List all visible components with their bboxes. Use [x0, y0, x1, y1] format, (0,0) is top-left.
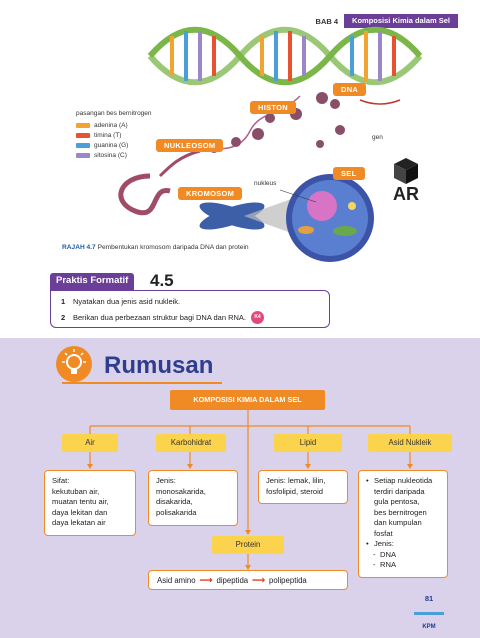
- rumusan-title: Rumusan: [104, 352, 214, 379]
- desc-line: kekutuban air,: [52, 486, 100, 496]
- legend-swatch: [76, 132, 90, 138]
- praktis-number: 4.5: [150, 271, 174, 290]
- chain-dipeptida: dipeptida: [216, 575, 249, 585]
- chromosome-shape: [199, 202, 265, 230]
- caption-text: Pembentukan kromosom daripada DNA dan pr…: [97, 244, 249, 251]
- praktis-questions: 1 Nyatakan dua jenis asid nukleik. 2 Ber…: [50, 290, 330, 328]
- dna-helix-graphic: [147, 26, 423, 86]
- chain-polipeptida: polipeptida: [269, 575, 307, 585]
- lipid-description: Jenis: lemak, lilin, fosfolipid, steroid: [258, 470, 348, 504]
- sel-label: SEL: [333, 167, 365, 180]
- asid-bullet: Setiap nukleotida terdiri daripada gula …: [366, 476, 440, 539]
- ar-text: AR: [393, 184, 419, 204]
- desc-line: Setiap nukleotida: [374, 476, 433, 485]
- rumusan-section: Rumusan KOMPOSISI KIMIA DALAM SEL Air: [0, 338, 480, 638]
- category-protein: Protein: [212, 536, 284, 554]
- karbohidrat-description: Jenis: monosakarida, disakarida, polisak…: [148, 470, 238, 526]
- desc-line: fosfat: [374, 528, 393, 538]
- arrow-right-icon: ⟶: [252, 574, 266, 585]
- desc-line: polisakarida: [156, 507, 197, 517]
- publisher-label: KPM: [422, 624, 436, 630]
- cell-illustration: [286, 174, 374, 262]
- air-description: Sifat: kekutuban air, muatan tentu air, …: [44, 470, 136, 536]
- lightbulb-icon: [56, 346, 92, 382]
- legend-swatch: [76, 122, 90, 128]
- desc-line: daya lekitan dan: [52, 507, 108, 517]
- desc-line: dan kumpulan: [374, 518, 422, 527]
- nukleus-label: nukleus: [254, 180, 277, 187]
- chain-asid-amino: Asid amino: [157, 575, 196, 585]
- category-asid-nukleik: Asid Nukleik: [368, 434, 452, 452]
- question-number: 1: [61, 297, 66, 306]
- praktis-formatif-tab: Praktis Formatif: [50, 273, 135, 290]
- desc-line: disakarida,: [156, 497, 193, 506]
- figure-caption: RAJAH 4.7 Pembentukan kromosom daripada …: [62, 244, 249, 251]
- asid-nukleik-description: Setiap nukleotida terdiri daripada gula …: [358, 470, 448, 578]
- asid-sub-item: RNA: [366, 560, 440, 571]
- desc-line: Jenis:: [156, 476, 176, 485]
- book-icon: [414, 612, 444, 615]
- legend-item: adenina (A): [76, 120, 152, 130]
- legend-item: guanina (G): [76, 140, 152, 150]
- asid-sub-item: DNA: [366, 550, 440, 561]
- legend-swatch: [76, 142, 90, 148]
- ar-icon[interactable]: AR: [380, 158, 430, 206]
- legend-label: guanina (G): [94, 141, 129, 149]
- histon-label: HISTON: [250, 101, 296, 114]
- legend-swatch: [76, 152, 90, 158]
- chromosome-figure: DNA HISTON NUKLEOSOM SEL KROMOSOM gen nu…: [0, 26, 480, 266]
- question-text: Nyatakan dua jenis asid nukleik.: [73, 297, 181, 306]
- caption-label: RAJAH 4.7: [62, 244, 96, 251]
- dna-chromosome-illustration: [118, 26, 423, 262]
- category-karbohidrat: Karbohidrat: [156, 434, 226, 452]
- page-footer: 81 KPM: [414, 594, 444, 630]
- base-pair-legend: pasangan bes bernitrogen adenina (A) tim…: [76, 110, 152, 160]
- category-air: Air: [62, 434, 118, 452]
- legend-label: timina (T): [94, 131, 122, 139]
- main-concept-box: KOMPOSISI KIMIA DALAM SEL: [170, 390, 325, 410]
- legend-item: timina (T): [76, 130, 152, 140]
- question-text: Berikan dua perbezaan struktur bagi DNA …: [73, 313, 247, 322]
- connector-lines: [87, 410, 413, 570]
- chapter-header: BAB 4 Komposisi Kimia dalam Sel: [316, 14, 458, 28]
- desc-line: bes bernitrogen: [374, 507, 427, 517]
- chapter-title: Komposisi Kimia dalam Sel: [344, 14, 458, 28]
- category-lipid: Lipid: [274, 434, 342, 452]
- desc-line: terdiri daripada: [374, 486, 425, 496]
- desc-line: muatan tentu air,: [52, 497, 109, 506]
- legend-label: adenina (A): [94, 121, 128, 129]
- legend-item: sitosina (C): [76, 150, 152, 160]
- nukleosom-label: NUKLEOSOM: [156, 139, 224, 152]
- desc-line: daya lekatan air: [52, 518, 106, 527]
- legend-title: pasangan bes bernitrogen: [76, 110, 152, 117]
- dna-label: DNA: [333, 83, 367, 96]
- desc-line: fosfolipid, steroid: [266, 486, 323, 496]
- arrow-right-icon: ⟶: [199, 574, 213, 585]
- desc-line: monosakarida,: [156, 486, 206, 496]
- legend-label: sitosina (C): [94, 151, 127, 159]
- question-item: 1 Nyatakan dua jenis asid nukleik.: [61, 297, 319, 306]
- desc-line: gula pentosa,: [374, 497, 420, 506]
- gen-label: gen: [372, 134, 383, 141]
- k4-badge-icon: K4: [251, 311, 265, 324]
- chapter-number: BAB 4: [315, 16, 339, 26]
- question-number: 2: [61, 313, 66, 322]
- asid-bullet: Jenis:: [366, 539, 440, 550]
- question-item: 2 Berikan dua perbezaan struktur bagi DN…: [61, 311, 319, 324]
- desc-line: Jenis: lemak, lilin,: [266, 476, 326, 485]
- kromosom-label: KROMOSOM: [178, 187, 243, 200]
- desc-line: Sifat:: [52, 476, 70, 485]
- title-underline: [62, 382, 222, 384]
- protein-chain: Asid amino ⟶ dipeptida ⟶ polipeptida: [148, 570, 348, 590]
- page-number: 81: [424, 594, 434, 603]
